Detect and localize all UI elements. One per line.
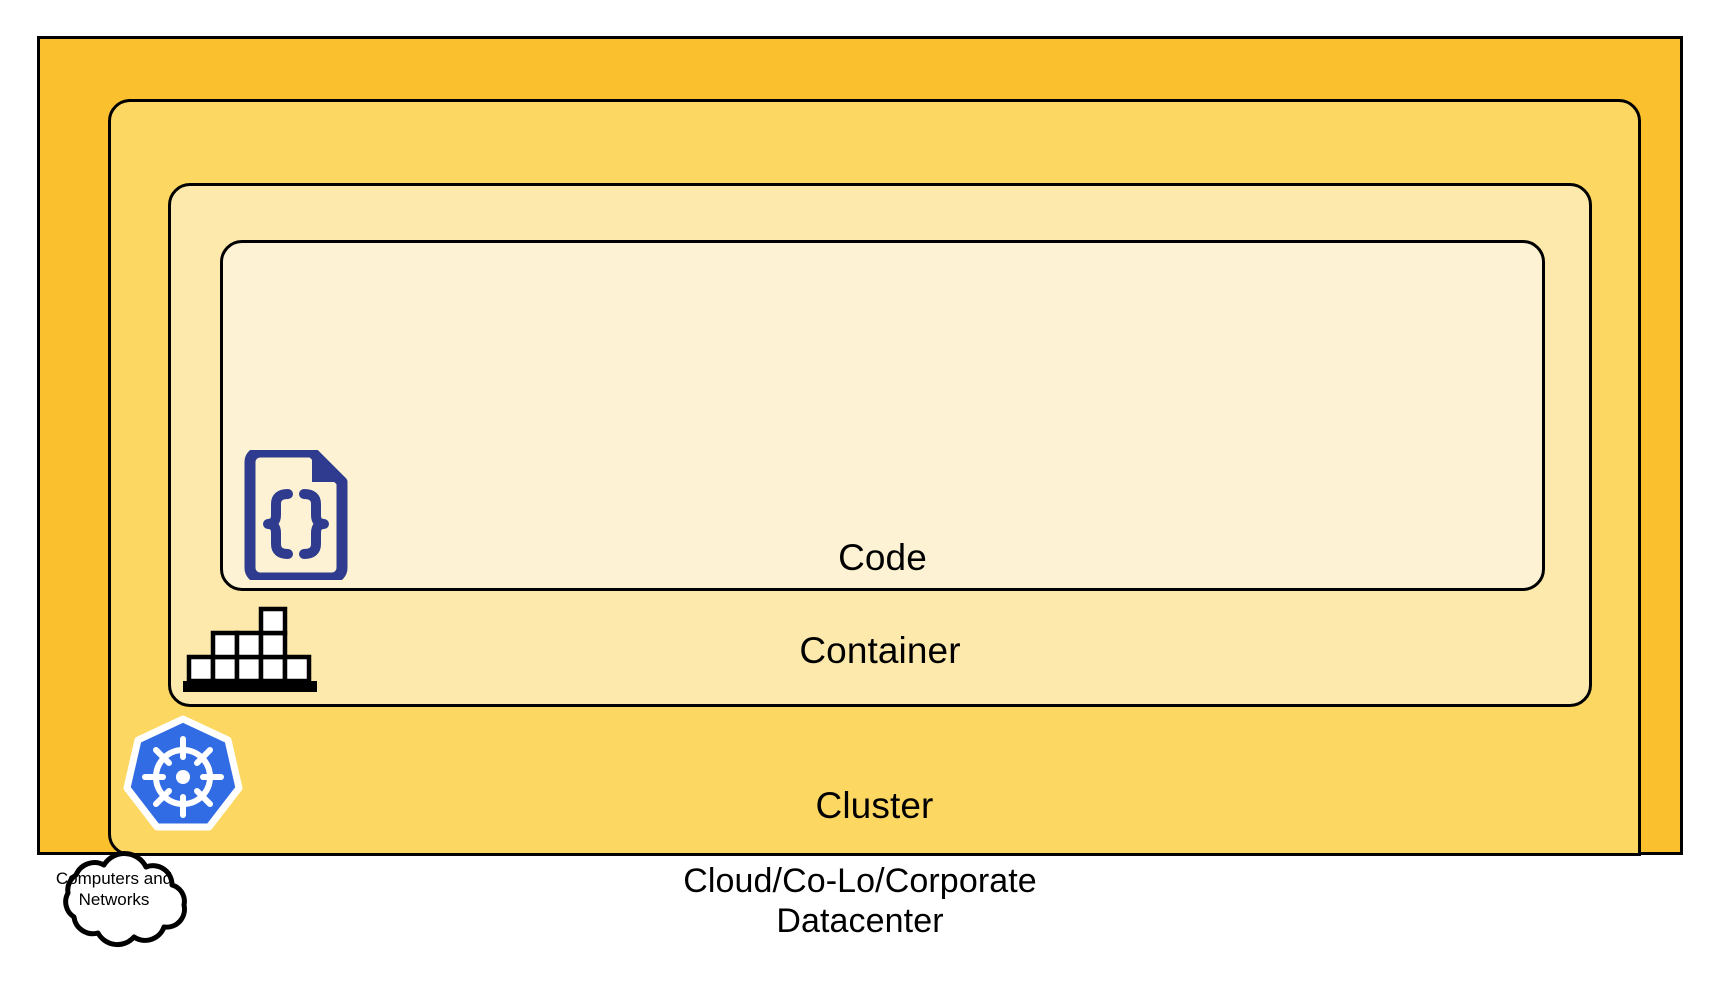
layer-label-cluster: Cluster	[815, 785, 934, 826]
layer-label-datacenter: Cloud/Co-Lo/Corporate Datacenter	[683, 862, 1037, 941]
code-file-braces-icon	[240, 446, 352, 584]
kubernetes-helm-icon	[122, 715, 244, 837]
layer-label-code: Code	[838, 537, 927, 578]
layer-label-container: Container	[799, 630, 961, 671]
container-stacked-boxes-icon	[183, 605, 317, 697]
layer-code	[220, 240, 1545, 591]
cloud-icon	[34, 845, 194, 957]
